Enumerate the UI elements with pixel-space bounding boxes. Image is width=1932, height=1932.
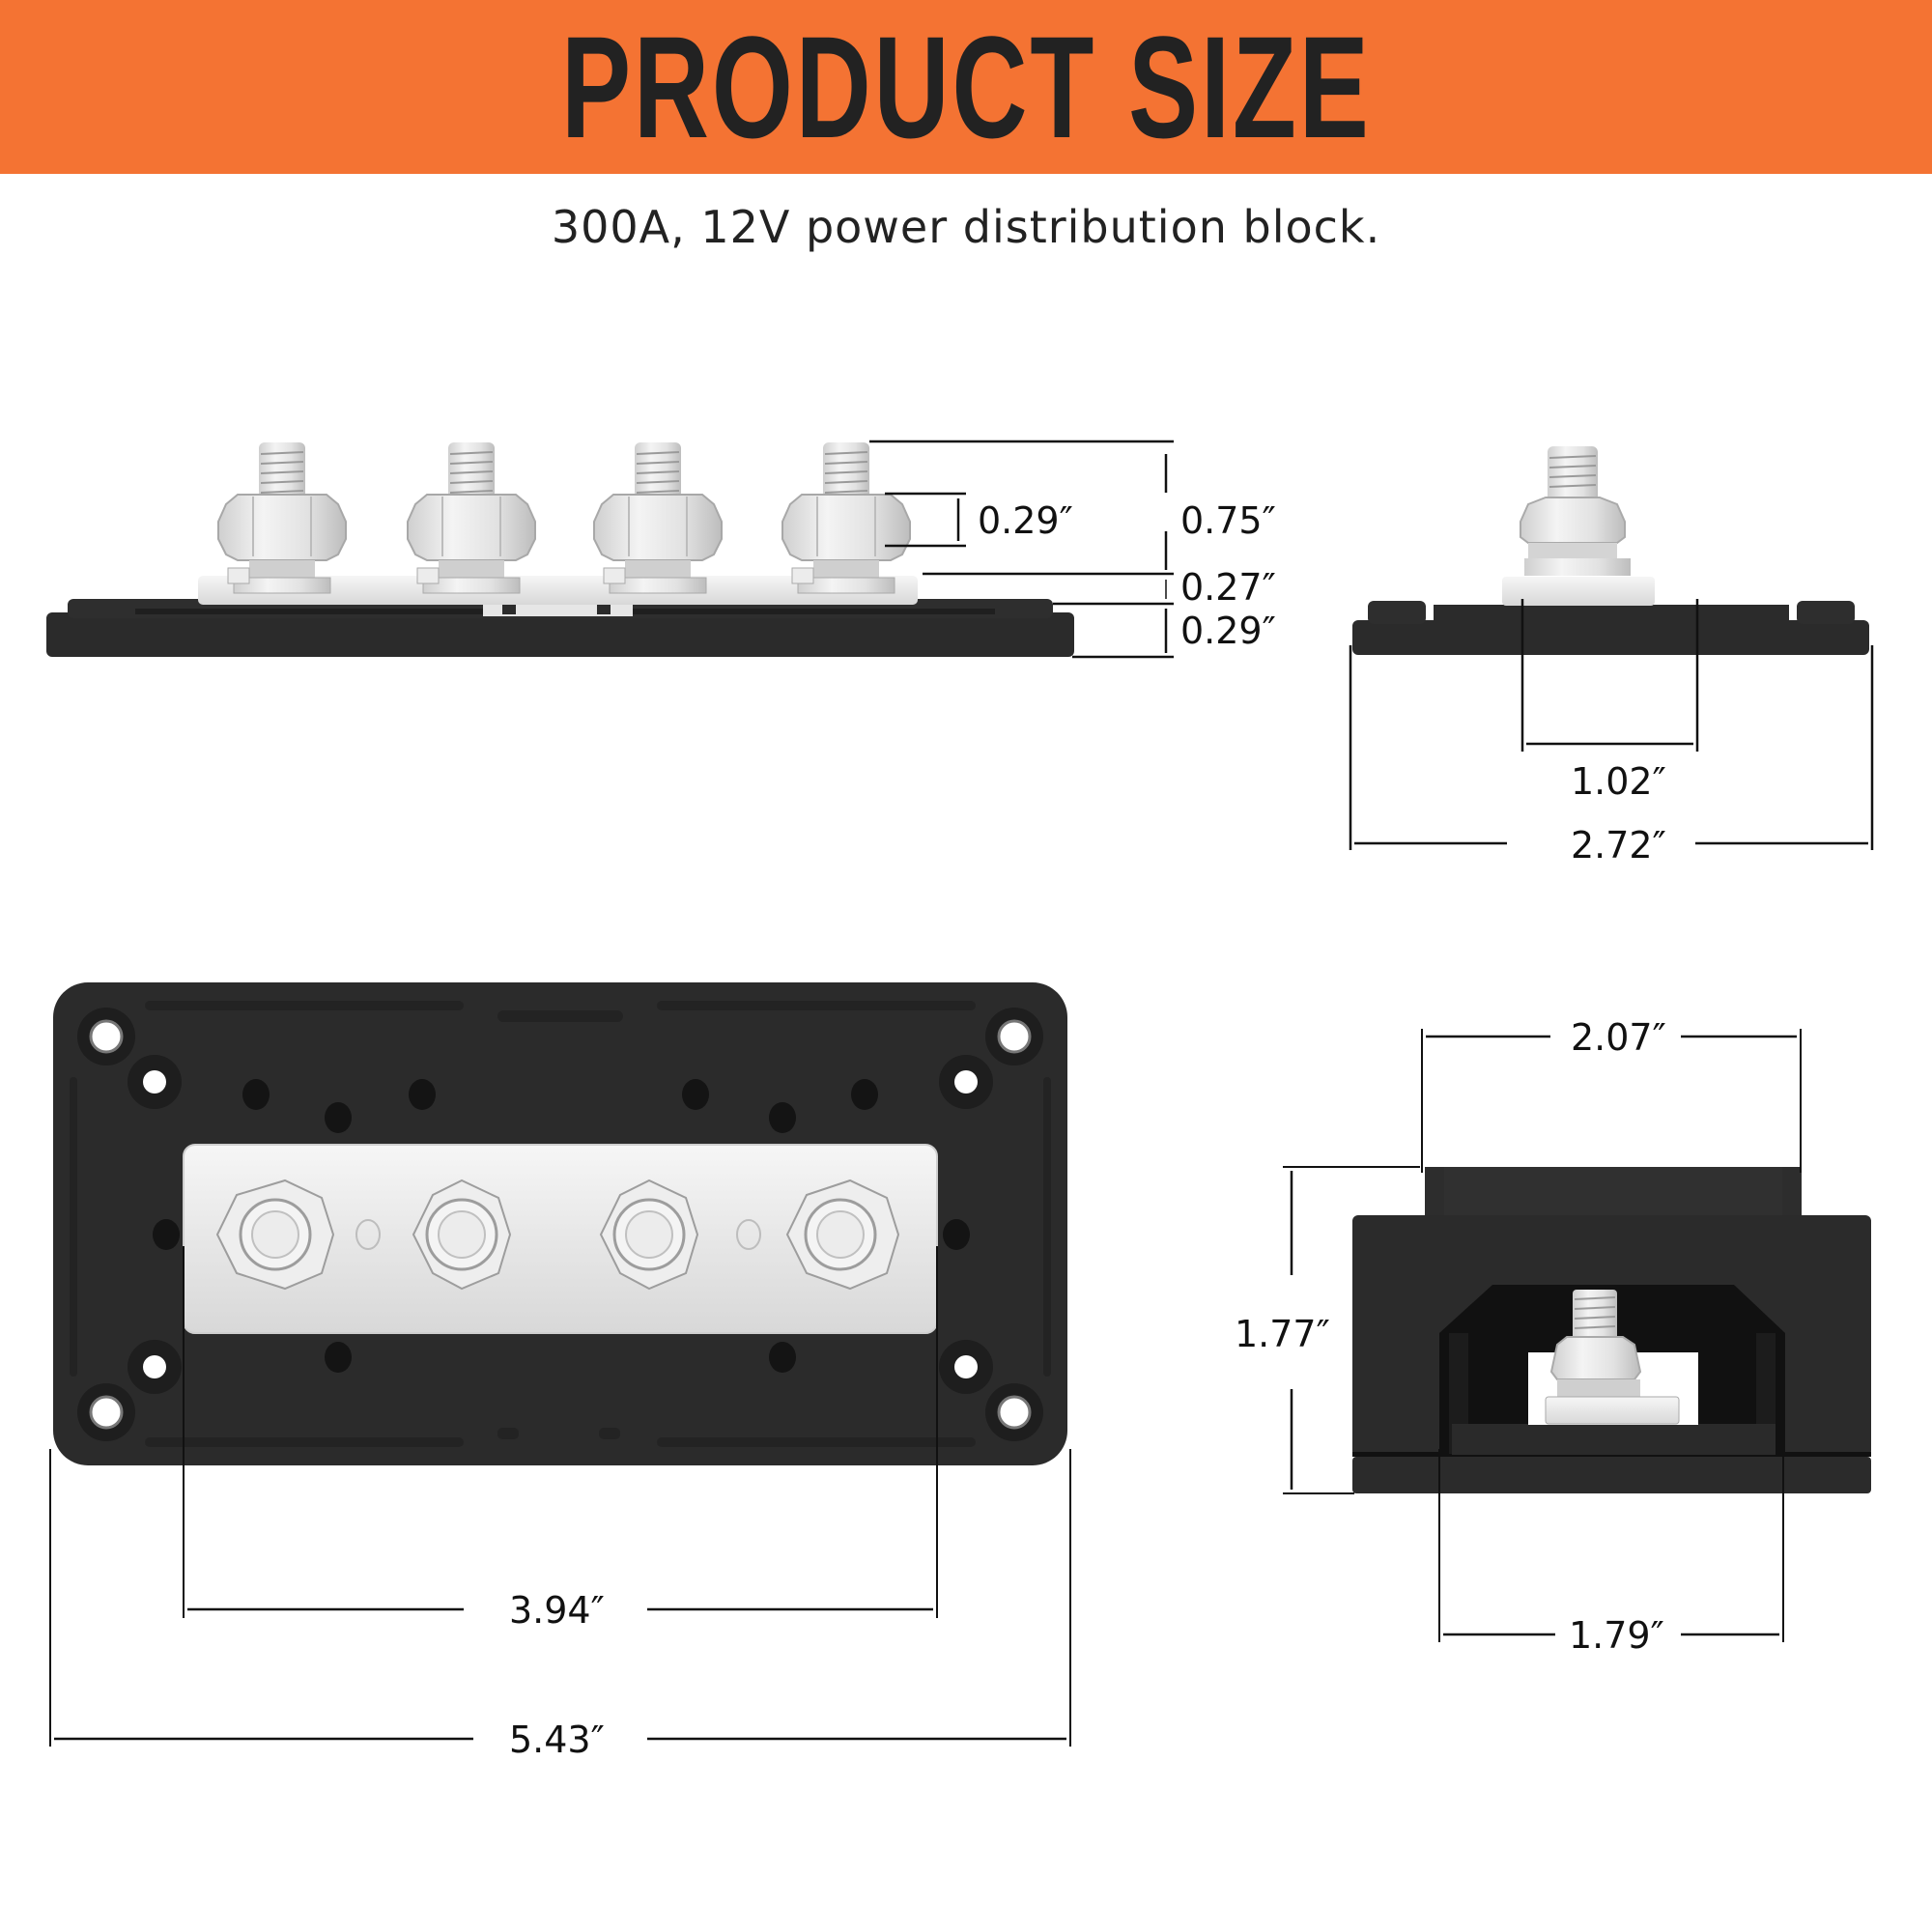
stud-nut-top xyxy=(215,1179,335,1291)
product-subtitle: 300A, 12V power distribution block. xyxy=(551,201,1381,253)
dim-opening-width-label: 1.79″ xyxy=(1569,1614,1664,1657)
dim-busbar-height-label: 0.27″ xyxy=(1180,566,1276,609)
dim-stud-height-label: 0.75″ xyxy=(1180,499,1276,542)
dim-cover-top-width-label: 2.07″ xyxy=(1571,1016,1666,1059)
dim-base-length-label: 5.43″ xyxy=(509,1719,605,1761)
page-title: PRODUCT SIZE xyxy=(560,6,1372,168)
dim-busbar-length-label: 3.94″ xyxy=(509,1589,605,1632)
header-banner: PRODUCT SIZE xyxy=(0,0,1932,174)
dim-base-height-label: 0.29″ xyxy=(1180,610,1276,652)
top-view xyxy=(49,982,1071,1747)
end-view xyxy=(1349,446,1874,850)
front-view-with-cover xyxy=(1283,1029,1871,1642)
dim-busbar-width-label: 1.02″ xyxy=(1571,760,1666,803)
dim-base-width-label: 2.72″ xyxy=(1571,824,1666,867)
dim-total-height-label: 1.77″ xyxy=(1235,1313,1330,1355)
side-view xyxy=(46,440,1174,659)
dim-nut-height-label: 0.29″ xyxy=(978,499,1073,542)
